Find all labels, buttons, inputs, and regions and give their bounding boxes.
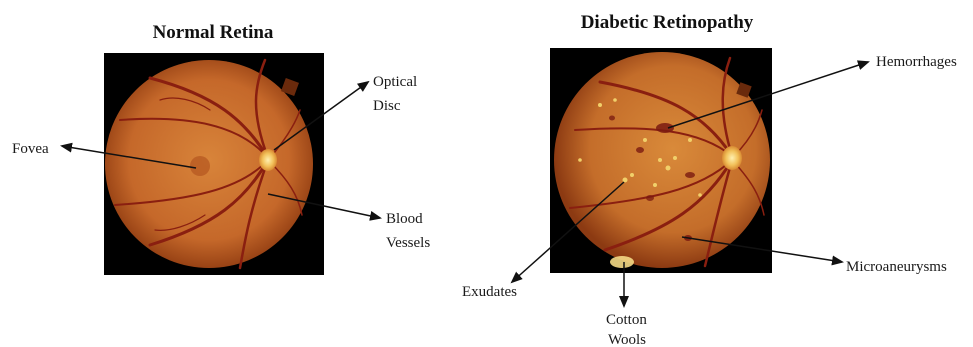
blood-vessels-label-line1: Blood — [386, 211, 423, 227]
fovea-label: Fovea — [12, 141, 49, 157]
normal-optic-disc — [259, 149, 277, 171]
microaneurysms-label: Microaneurysms — [846, 259, 947, 275]
hemorrhages-label: Hemorrhages — [876, 54, 957, 70]
cotton-wools-label-line1: Cotton — [606, 312, 647, 328]
normal-retina-title: Normal Retina — [153, 22, 274, 43]
diabetic-retinopathy-title: Diabetic Retinopathy — [581, 12, 754, 33]
normal-fovea-spot — [190, 156, 210, 176]
optical-disc-label-line2: Disc — [373, 98, 401, 114]
diabetic-retina-image — [550, 48, 772, 273]
optical-disc-label-line1: Optical — [373, 74, 417, 90]
exudates-label: Exudates — [462, 284, 517, 300]
normal-retina-image — [104, 53, 324, 275]
cotton-wools-label-line2: Wools — [608, 332, 646, 347]
blood-vessels-label-line2: Vessels — [386, 235, 430, 251]
cotton-wool-patch — [610, 256, 634, 268]
diabetic-optic-disc — [722, 146, 742, 170]
